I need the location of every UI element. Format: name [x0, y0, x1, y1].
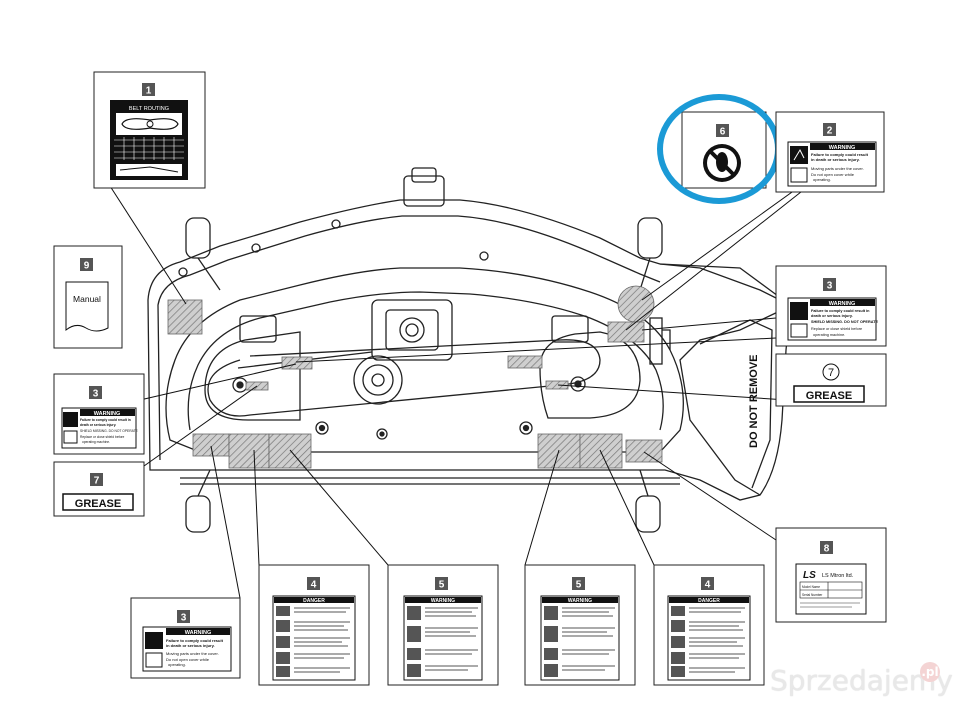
svg-text:Failure to comply could result: Failure to comply could result	[166, 638, 224, 643]
callout-number-9: 9	[84, 261, 90, 272]
decal-spot-8	[625, 439, 663, 463]
svg-text:DANGER: DANGER	[698, 598, 720, 604]
callout-warning-5-left: 5 WARNING	[387, 564, 499, 686]
ls-logo-text: LS	[803, 570, 816, 581]
svg-text:WARNING: WARNING	[568, 598, 592, 604]
svg-text:Serial Number: Serial Number	[802, 593, 823, 597]
svg-text:operating machine.: operating machine.	[813, 333, 845, 337]
svg-text:SHIELD MISSING. DO NOT OPERATE: SHIELD MISSING. DO NOT OPERATE	[811, 320, 878, 324]
svg-text:Replace or close shield before: Replace or close shield before	[80, 435, 125, 439]
svg-text:DANGER: DANGER	[303, 598, 325, 604]
callout-number-5-left: 5	[439, 580, 445, 591]
svg-text:Model Name: Model Name	[802, 585, 820, 589]
decal-spot-3-left	[192, 433, 230, 457]
callout-number-7-left: 7	[94, 476, 100, 487]
svg-text:operating.: operating.	[813, 177, 831, 182]
ls-company-text: LS Mtron ltd.	[822, 573, 854, 579]
callout-number-1: 1	[146, 86, 152, 97]
manual-text: Manual	[73, 294, 101, 304]
callout-belt-routing: 1 BELT ROUTING	[93, 71, 206, 189]
decal-spot-right-grease	[545, 380, 569, 390]
mower-deck	[147, 167, 788, 533]
svg-text:WARNING: WARNING	[829, 301, 856, 307]
belt-routing-title: BELT ROUTING	[129, 106, 169, 112]
svg-text:Failure to comply could result: Failure to comply could result in	[811, 309, 870, 313]
callout-number-3-bottom: 3	[181, 613, 187, 624]
leader-lines	[109, 181, 819, 599]
decal-spot-2	[607, 321, 645, 343]
callout-grease-left: 7 GREASE	[53, 461, 145, 517]
watermark-suffix: .pl	[920, 662, 940, 682]
grease-right-text: GREASE	[806, 390, 852, 402]
svg-text:Failure to comply could result: Failure to comply could result in	[80, 418, 131, 422]
svg-text:Moving parts under the cover.: Moving parts under the cover.	[811, 166, 864, 171]
svg-text:WARNING: WARNING	[829, 145, 856, 151]
callout-number-3-right: 3	[827, 281, 833, 292]
grease-left-text: GREASE	[75, 498, 121, 510]
decal-positions	[167, 285, 663, 469]
svg-text:Failure to comply could result: Failure to comply could result	[811, 152, 869, 157]
svg-text:death or serious injury.: death or serious injury.	[811, 314, 853, 318]
svg-text:Moving parts under the cover.: Moving parts under the cover.	[166, 651, 219, 656]
callout-number-3-left: 3	[93, 389, 99, 400]
callout-danger-4-right: 4 DANGER	[653, 564, 765, 686]
decal-spot-left-small	[281, 356, 313, 370]
callout-ls-plate: 8 LS LS Mtron ltd. Model Name Serial Num…	[775, 527, 887, 623]
svg-text:in death or serious injury.: in death or serious injury.	[166, 643, 215, 648]
callout-warning-3-bottom: 3 WARNING Failure to comply could result…	[130, 597, 241, 679]
svg-text:SHIELD MISSING. DO NOT OPERATE: SHIELD MISSING. DO NOT OPERATE	[80, 429, 139, 433]
callout-number-7-right: 7	[828, 367, 834, 379]
do-not-remove-text: DO NOT REMOVE	[748, 354, 760, 448]
svg-text:operating.: operating.	[168, 662, 186, 667]
decal-spot-right-small	[507, 355, 543, 369]
svg-text:WARNING: WARNING	[185, 630, 212, 636]
svg-text:Do not open cover while: Do not open cover while	[166, 657, 210, 662]
callout-number-8: 8	[824, 544, 830, 555]
svg-text:in death or serious injury.: in death or serious injury.	[811, 157, 860, 162]
decal-spot-5-left	[268, 433, 312, 469]
decal-spot-4-left	[228, 433, 270, 469]
callout-no-step: 6	[657, 94, 781, 204]
decal-spot-6	[617, 285, 655, 323]
callout-warning-3-left: 3 WARNING Failure to comply could result…	[53, 373, 145, 455]
callout-warning-2: 2 WARNING Failure to comply could result…	[775, 111, 885, 193]
callout-warning-3-right: 3 WARNING Failure to comply could result…	[775, 265, 887, 347]
callout-manual: 9 Manual	[53, 245, 123, 349]
callout-number-6: 6	[720, 127, 726, 138]
callout-number-4-left: 4	[311, 580, 317, 591]
callout-number-4-right: 4	[705, 580, 711, 591]
callout-grease-right: 7 GREASE	[775, 353, 887, 407]
svg-text:WARNING: WARNING	[94, 411, 121, 417]
svg-text:operating machine.: operating machine.	[82, 440, 110, 444]
callout-number-2: 2	[827, 126, 833, 137]
decal-spot-1	[167, 299, 203, 335]
callout-number-5-right: 5	[576, 580, 582, 591]
svg-text:WARNING: WARNING	[431, 598, 455, 604]
svg-text:death or serious injury.: death or serious injury.	[80, 423, 116, 427]
svg-text:Replace or close shield before: Replace or close shield before	[811, 327, 862, 331]
callout-danger-4-left: 4 DANGER	[258, 564, 370, 686]
svg-text:Do not open cover while: Do not open cover while	[811, 172, 855, 177]
callout-warning-5-right: 5 WARNING	[524, 564, 636, 686]
